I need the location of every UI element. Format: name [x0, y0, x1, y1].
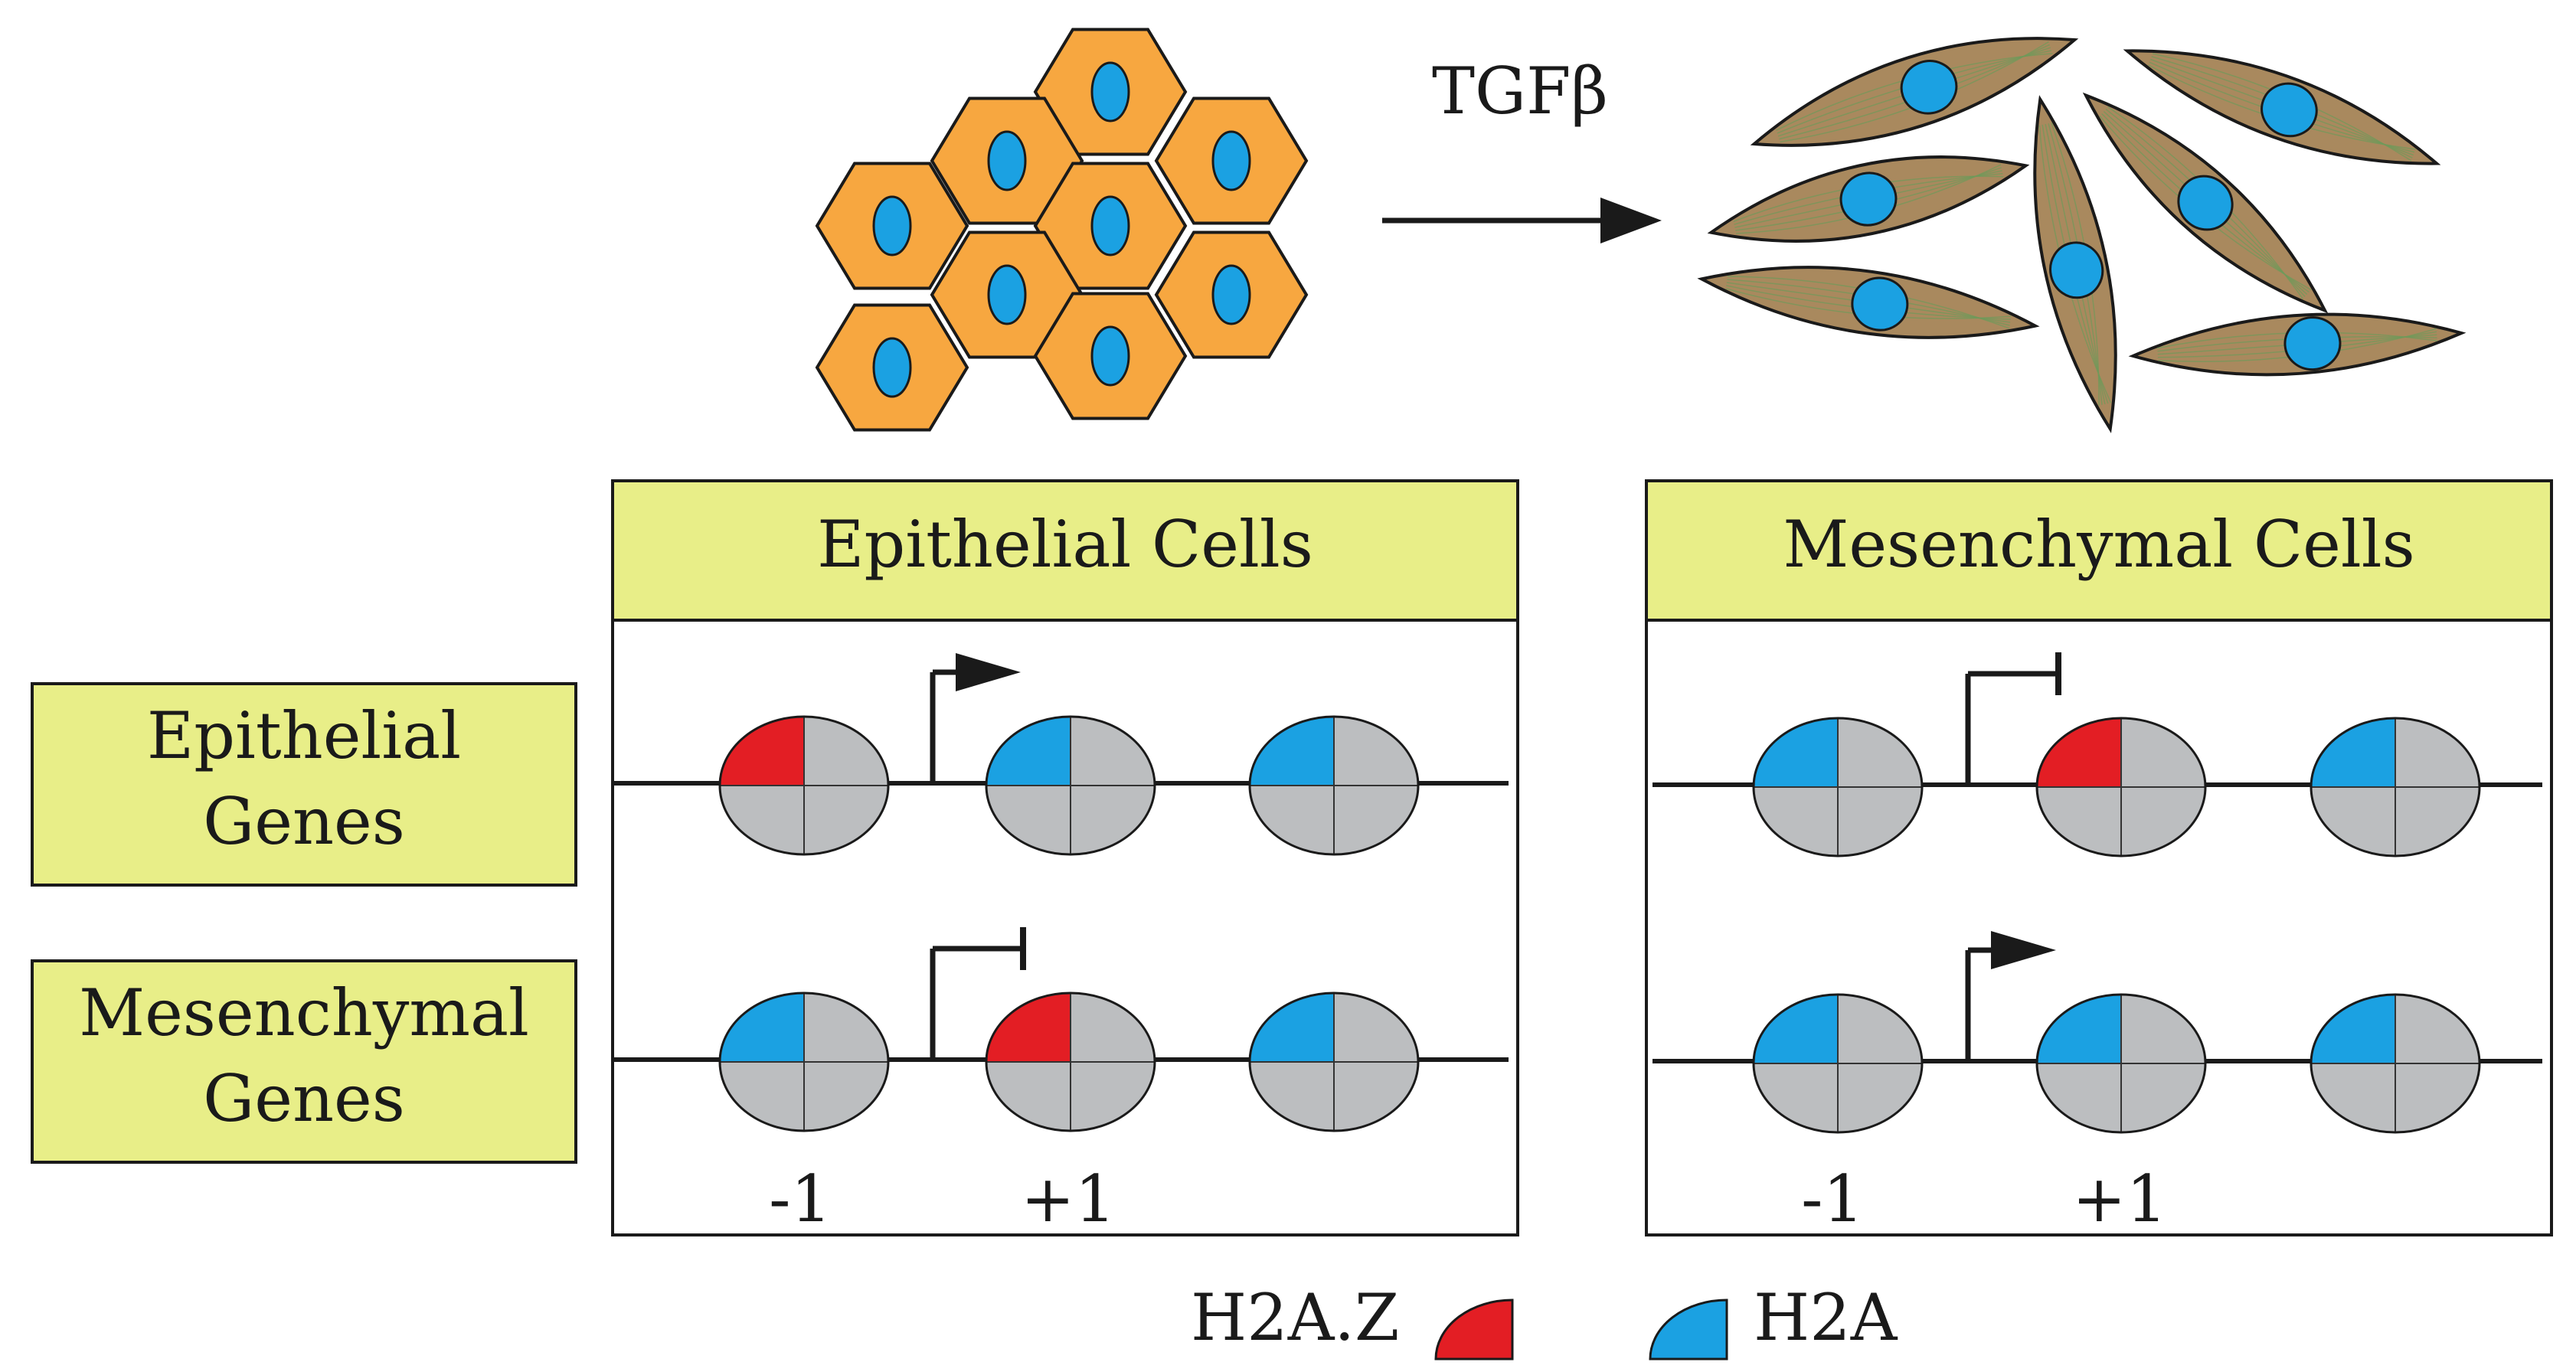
nucleosome — [1248, 991, 1420, 1132]
mesenchymal-cell-group — [1697, 37, 2466, 433]
legend-h2az-swatch — [1434, 1298, 1514, 1361]
h2a-quadrant — [2311, 718, 2395, 787]
nucleosome — [2310, 717, 2481, 858]
mesenchymal-nucleus — [2261, 82, 2318, 138]
panel-title-epithelial-cells: Epithelial Cells — [817, 507, 1313, 582]
nucleosome-outline — [1248, 715, 1420, 856]
nucleosome-outline — [985, 991, 1156, 1132]
mesenchymal-spindle-cell — [2082, 92, 2329, 314]
mesenchymal-nucleus — [2283, 316, 2342, 371]
mesenchymal-spindle-cell — [1707, 155, 2030, 243]
legend: H2A.Z H2A — [1191, 1280, 1898, 1361]
position-label-plus1-mesenchymal: +1 — [2072, 1161, 2167, 1236]
nucleosome-outline — [2310, 717, 2481, 858]
h2az-quadrant — [2037, 718, 2121, 787]
mesenchymal-spindle-cell — [2033, 95, 2117, 433]
mesenchymal-nucleus — [2049, 241, 2104, 299]
gene-tracks — [613, 652, 2542, 1134]
nucleosome — [2310, 993, 2481, 1134]
panel-title-mesenchymal-cells: Mesenchymal Cells — [1783, 507, 2414, 582]
nucleosome-outline — [2035, 993, 2207, 1134]
mesenchymal-nucleus — [1839, 172, 1898, 227]
h2az-quadrant — [986, 993, 1071, 1062]
row-label-epithelial-line1: Epithelial — [147, 698, 461, 773]
mesenchymal-spindle-cell — [2123, 49, 2441, 165]
legend-h2a-label: H2A — [1754, 1280, 1898, 1355]
epithelial-nucleus — [1090, 195, 1130, 256]
tss-blocked-bar — [930, 927, 1026, 1060]
tss-arrowhead — [1991, 931, 2056, 969]
nucleosome — [1752, 717, 1924, 858]
position-label-minus1-mesenchymal: -1 — [1801, 1161, 1864, 1236]
mesenchymal-spindle-cell — [1697, 266, 2040, 339]
nucleosome — [985, 715, 1156, 856]
h2a-quadrant — [1754, 718, 1838, 787]
h2a-quadrant — [1250, 717, 1334, 786]
mesenchymal-spindle-cell — [2128, 312, 2466, 377]
h2a-quadrant — [986, 717, 1071, 786]
nucleosome-outline — [2035, 717, 2207, 858]
epithelial-nucleus — [1090, 61, 1130, 122]
epithelial-nucleus — [872, 337, 912, 398]
h2a-quadrant — [1250, 993, 1334, 1062]
nucleosome-outline — [985, 715, 1156, 856]
position-label-plus1-epithelial: +1 — [1021, 1161, 1116, 1236]
h2a-quadrant — [720, 993, 804, 1062]
row-label-epithelial-line2: Genes — [203, 784, 405, 859]
epithelial-cell-cluster — [815, 28, 1309, 432]
mesenchymal-nucleus — [1851, 276, 1909, 332]
epithelial-nucleus — [987, 264, 1027, 325]
nucleosome-outline — [718, 715, 890, 856]
nucleosome — [718, 715, 890, 856]
row-label-mesenchymal-genes: Mesenchymal Genes — [31, 959, 577, 1164]
h2a-quadrant — [2037, 995, 2121, 1063]
h2az-quadrant — [720, 717, 804, 786]
position-label-minus1-epithelial: -1 — [769, 1161, 832, 1236]
nucleosome-outline — [2310, 993, 2481, 1134]
epithelial-nucleus — [1211, 130, 1251, 191]
epithelial-nucleus — [1090, 325, 1130, 387]
nucleosome-outline — [1752, 993, 1924, 1134]
row-label-epithelial-genes: Epithelial Genes — [31, 682, 577, 887]
tss-blocked-bar — [1965, 652, 2061, 785]
mesenchymal-spindle-cell — [1750, 37, 2079, 147]
panel-header-epithelial — [611, 479, 1519, 622]
nucleosome-outline — [1752, 717, 1924, 858]
legend-h2az-label: H2A.Z — [1191, 1280, 1399, 1355]
row-label-mesenchymal-line1: Mesenchymal — [79, 975, 529, 1050]
tss-arrowhead — [956, 653, 1021, 691]
tss-active-arrow — [930, 653, 1021, 783]
legend-h2a-swatch — [1649, 1298, 1728, 1361]
epithelial-nucleus — [872, 195, 912, 256]
h2a-quadrant — [1754, 995, 1838, 1063]
epithelial-nucleus — [987, 130, 1027, 191]
tss-active-arrow — [1965, 931, 2056, 1061]
h2a-quadrant — [2311, 995, 2395, 1063]
tgfb-label: TGFβ — [1432, 54, 1608, 129]
nucleosome — [985, 991, 1156, 1132]
nucleosome — [1752, 993, 1924, 1134]
row-label-mesenchymal-line2: Genes — [203, 1061, 405, 1136]
tgfb-arrow — [1382, 198, 1662, 243]
nucleosome — [2035, 993, 2207, 1134]
mesenchymal-nucleus — [2177, 175, 2234, 231]
epithelial-nucleus — [1211, 264, 1251, 325]
nucleosome — [2035, 717, 2207, 858]
nucleosome — [1248, 715, 1420, 856]
panel-header-mesenchymal — [1645, 479, 2553, 622]
nucleosome — [718, 991, 890, 1132]
nucleosome-outline — [1248, 991, 1420, 1132]
mesenchymal-nucleus — [1900, 60, 1958, 115]
nucleosome-outline — [718, 991, 890, 1132]
